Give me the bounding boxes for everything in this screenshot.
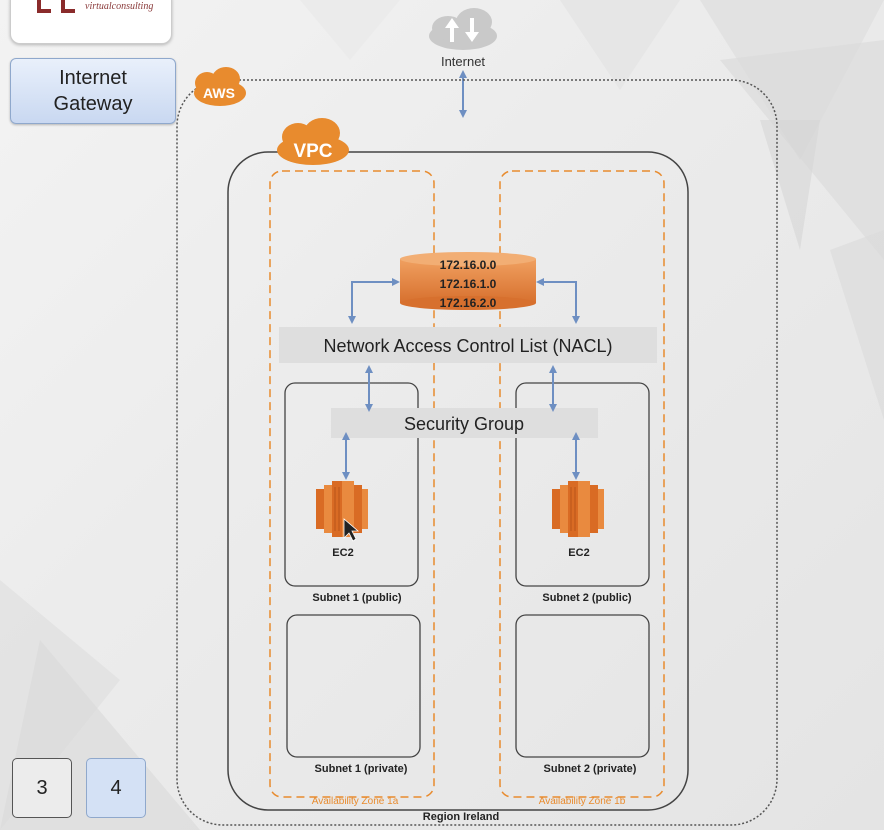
mouse-cursor-icon [343,518,360,542]
flow-arrows [342,278,580,480]
route-entry-2: 172.16.1.0 [440,277,497,291]
ec2-instance-icon [316,481,368,537]
vpc-cloud-icon [277,118,349,165]
security-group-label: Security Group [404,414,524,434]
vpc-badge: VPC [293,141,332,162]
company-logo: virtualconsulting [10,0,172,44]
nacl-bar [279,327,657,363]
logo-mark-icon [37,0,75,13]
availability-zone-1b-label: Availability Zone 1b [539,796,626,807]
route-entry-1: 172.16.0.0 [440,258,497,272]
route-table-icon [400,252,536,310]
internet-cloud-icon [429,8,497,50]
subnet-1-private-box [286,614,421,758]
internet-gateway-button[interactable]: Internet Gateway [10,58,176,124]
route-to-nacl-left-arrow [348,278,400,324]
region-label: Region Ireland [423,811,499,823]
nacl-label: Network Access Control List (NACL) [323,336,612,356]
ec2-instance-icon [552,481,604,537]
security-group-bar [331,408,598,438]
route-entry-3: 172.16.2.0 [440,296,497,310]
internet-label: Internet [441,54,485,69]
route-to-nacl-right-arrow [536,278,580,324]
availability-zone-1b-boundary [499,170,665,798]
aws-cloud-icon [194,67,246,106]
subnet-2-public-box [515,382,650,587]
page-3-button[interactable]: 3 [12,758,72,818]
subnet-2-private-box [515,614,650,758]
subnet-1-public-box [284,382,419,587]
availability-zone-1a-boundary [269,170,435,798]
vpc-boundary [227,151,689,811]
logo-text: virtualconsulting [85,1,154,12]
page-4-button[interactable]: 4 [86,758,146,818]
ec2-label-2: EC2 [568,547,589,559]
ec2-label-1: EC2 [332,547,353,559]
subnet-2-public-label: Subnet 2 (public) [542,592,632,604]
region-boundary [176,79,778,826]
availability-zone-1a-label: Availability Zone 1a [312,796,399,807]
subnet-1-public-label: Subnet 1 (public) [312,592,402,604]
subnet-2-private-label: Subnet 2 (private) [544,763,637,775]
aws-badge: AWS [203,85,235,101]
subnet-1-private-label: Subnet 1 (private) [315,763,408,775]
